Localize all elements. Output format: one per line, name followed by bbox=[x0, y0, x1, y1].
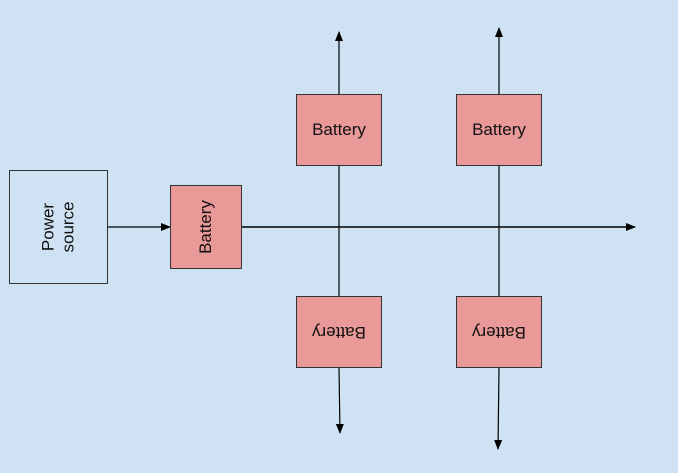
power-source-label: Power source bbox=[38, 201, 78, 253]
battery-label: Battery bbox=[195, 200, 215, 254]
battery-bottom-2-node[interactable]: Battery bbox=[456, 296, 542, 368]
battery-input-node[interactable]: Battery bbox=[170, 185, 242, 269]
battery-top-2-node[interactable]: Battery bbox=[456, 94, 542, 166]
battery-label: Battery bbox=[312, 120, 366, 139]
power-source-node[interactable]: Power source bbox=[9, 170, 108, 284]
edge-bottom-2-down bbox=[494, 367, 503, 450]
battery-label: Battery bbox=[312, 323, 366, 342]
battery-label: Battery bbox=[472, 323, 526, 342]
battery-top-1-node[interactable]: Battery bbox=[296, 94, 382, 166]
edge-bottom-1-down bbox=[335, 367, 344, 434]
battery-label: Battery bbox=[472, 120, 526, 139]
battery-bottom-1-node[interactable]: Battery bbox=[296, 296, 382, 368]
